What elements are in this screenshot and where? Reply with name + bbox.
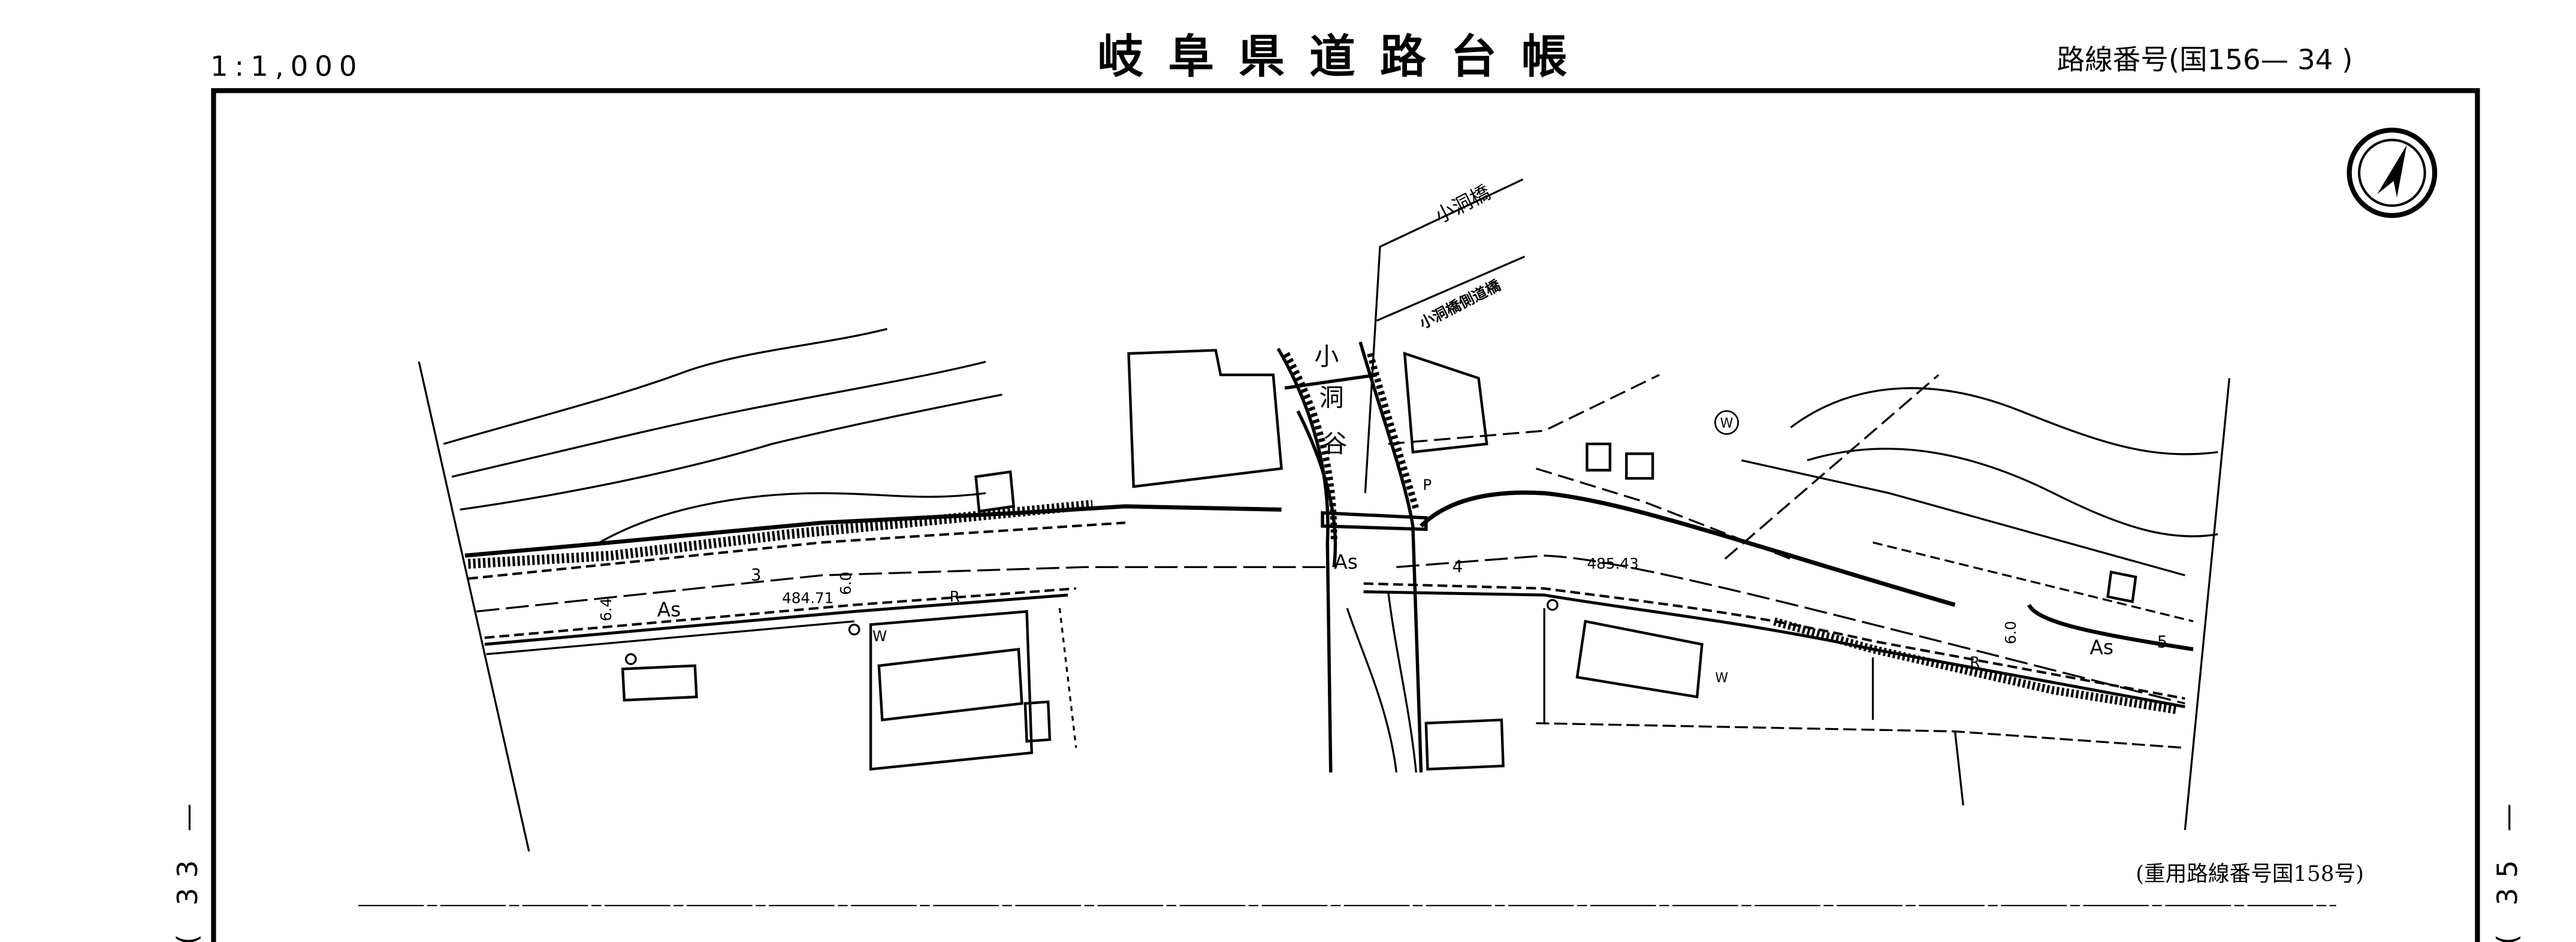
water-mark: W <box>1715 671 1728 686</box>
shared-route-note: (重用路線番号国158号) <box>2136 862 2364 886</box>
river-name-char-3: 谷 <box>1322 429 1347 458</box>
pavement-label: As <box>1334 550 1358 573</box>
page-title: 岐阜県道路台帳 <box>1097 31 1591 84</box>
pavement-label: As <box>657 598 681 621</box>
bridge-label: 小洞橋 <box>1431 180 1494 228</box>
river-name-char-2: 洞 <box>1319 384 1344 412</box>
next-sheet-ref: ( 35 — <box>2491 794 2523 942</box>
width-label: 6.0 <box>837 572 854 595</box>
water-mark: W <box>1720 416 1734 431</box>
map-frame <box>211 88 2480 942</box>
prev-sheet-ref: ( 33 — <box>171 794 204 942</box>
scale-label: 1:1,000 <box>210 50 364 83</box>
retaining-mark: R <box>1970 654 1980 671</box>
section-number: 5 <box>2157 633 2167 652</box>
water-mark-circle <box>1714 410 1740 435</box>
road-plan-drawing <box>418 178 2231 852</box>
river-name-char-1: 小 <box>1314 342 1339 371</box>
route-number: 路線番号(国156— 34 ) <box>2057 44 2353 76</box>
width-label: 6.4 <box>597 598 615 621</box>
section-number: 4 <box>1452 558 1463 576</box>
elevation-label: 484.71 <box>782 590 833 607</box>
north-arrow-icon <box>2347 127 2438 218</box>
section-number: 3 <box>751 566 761 584</box>
water-mark: W <box>872 627 887 645</box>
pavement-label: As <box>2089 636 2113 659</box>
elevation-label: 485.43 <box>1587 555 1638 572</box>
pole-mark: P <box>1423 476 1432 494</box>
retaining-mark: R <box>950 588 960 605</box>
width-label: 6.0 <box>2002 621 2019 644</box>
